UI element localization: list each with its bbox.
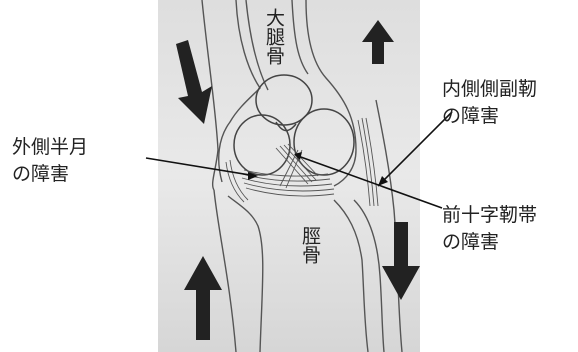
acl-label-line2: の障害 <box>442 229 537 256</box>
lateral-meniscus-label-line1: 外側半月 <box>12 134 88 161</box>
pointer-acl-head <box>294 152 302 160</box>
mcl-label-line1: 内側側副靭 <box>442 76 537 103</box>
mcl-label: 内側側副靭 の障害 <box>442 76 537 130</box>
acl-label: 前十字靭帯 の障害 <box>442 202 537 256</box>
pointer-acl <box>298 156 442 208</box>
pointer-lateral-meniscus <box>146 158 256 176</box>
lateral-meniscus-label-line2: の障害 <box>12 161 88 188</box>
tibia-label: 脛骨 <box>298 226 321 264</box>
femur-label: 大腿骨 <box>262 8 285 65</box>
acl-label-line1: 前十字靭帯 <box>442 202 537 229</box>
lateral-meniscus-label: 外側半月 の障害 <box>12 134 88 188</box>
pointer-lateral-meniscus-head <box>248 172 258 180</box>
pointer-mcl <box>378 112 452 186</box>
mcl-label-line2: の障害 <box>442 103 537 130</box>
